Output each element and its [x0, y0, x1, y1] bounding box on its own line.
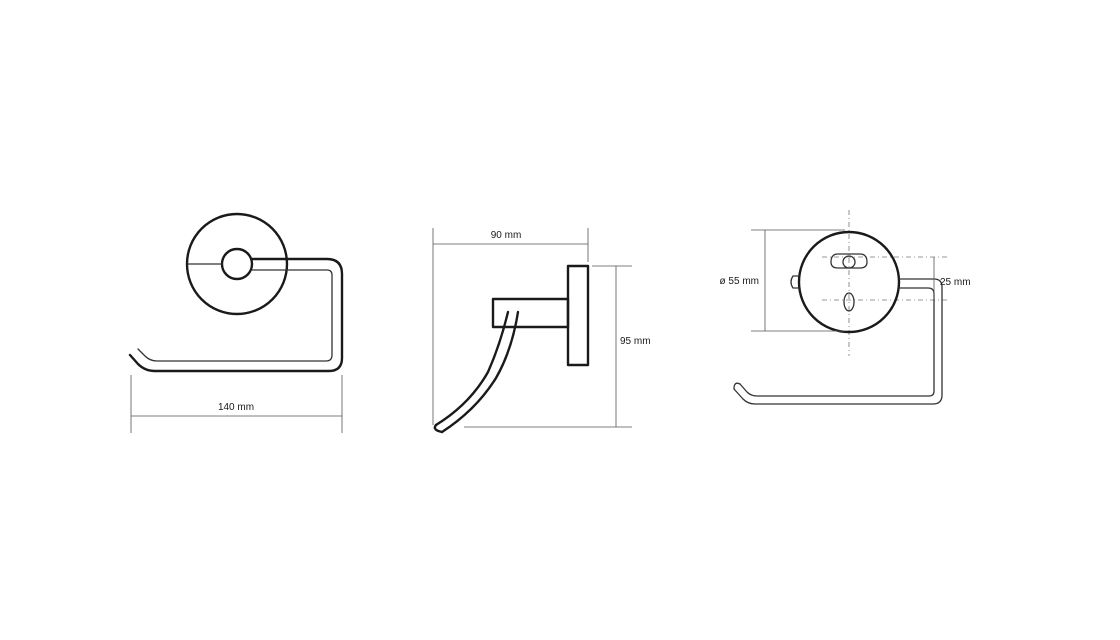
side-curved-arm	[434, 310, 510, 427]
back-holder-arm-inner	[739, 287, 935, 397]
front-width-label: 140 mm	[218, 402, 254, 413]
side-post	[491, 297, 570, 329]
back-bottom-slot	[843, 292, 855, 312]
front-hub	[220, 247, 254, 281]
front-rosette	[185, 212, 289, 316]
front-view: 140 mm	[128, 212, 344, 433]
back-offset-label: 25 mm	[940, 277, 971, 288]
back-holder-arm	[733, 278, 943, 405]
side-arm-tip	[433, 423, 444, 434]
front-holder-arm	[128, 257, 344, 373]
back-top-slot	[830, 253, 868, 269]
back-diameter-label: ø 55 mm	[720, 276, 759, 287]
side-view: 90 mm 95 mm	[432, 228, 651, 434]
side-depth-label: 90 mm	[491, 230, 522, 241]
side-curved-arm-outer	[440, 310, 520, 434]
back-side-stub	[790, 275, 800, 289]
back-arm-tip	[733, 382, 741, 390]
back-view: ø 55 mm 25 mm	[720, 210, 971, 405]
side-height-label: 95 mm	[620, 336, 651, 347]
side-wall-plate	[566, 264, 590, 367]
front-holder-arm-inner	[137, 269, 333, 362]
back-top-slot-hole	[842, 255, 856, 269]
back-rosette	[797, 230, 901, 334]
